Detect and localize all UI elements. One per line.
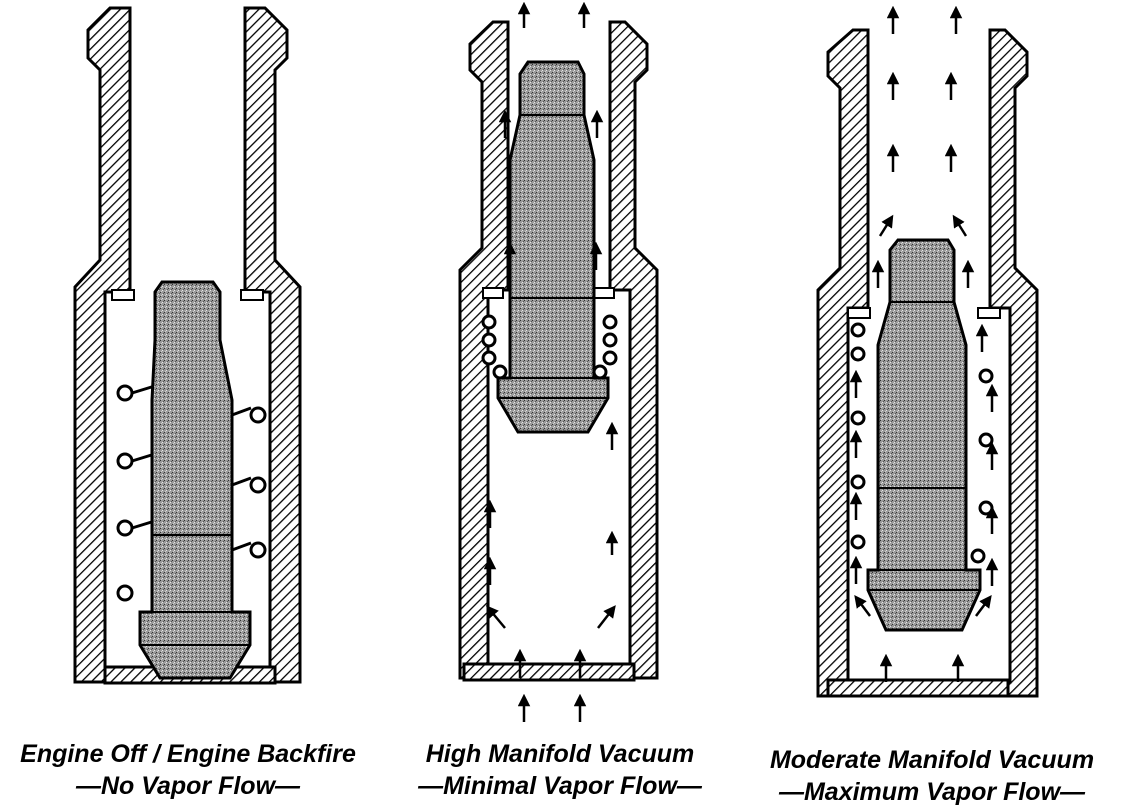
plunger xyxy=(866,238,982,632)
retainer-ring xyxy=(462,662,636,682)
valve-body-left-wall xyxy=(73,6,132,684)
caption-engine-off: Engine Off / Engine Backfire —No Vapor F… xyxy=(0,738,378,802)
caption-high-vacuum: High Manifold Vacuum —Minimal Vapor Flow… xyxy=(400,738,720,802)
caption-state: Moderate Manifold Vacuum xyxy=(769,746,1095,774)
valve-body-right-wall xyxy=(988,28,1039,698)
retainer-ring xyxy=(826,678,1010,698)
spring xyxy=(116,383,267,602)
valve-panel-moderate-vacuum xyxy=(816,5,1039,698)
caption-state: Engine Off / Engine Backfire xyxy=(20,740,356,768)
caption-state: High Manifold Vacuum xyxy=(425,740,695,768)
valve-panel-engine-off xyxy=(73,6,302,685)
valve-body-left-wall xyxy=(816,28,870,698)
valve-body-right-wall xyxy=(608,20,659,680)
caption-flow: —Minimal Vapor Flow— xyxy=(418,772,702,800)
vapor-flow-arrows xyxy=(849,5,999,682)
caption-flow: —Maximum Vapor Flow— xyxy=(778,778,1086,806)
caption-flow: —No Vapor Flow— xyxy=(75,772,301,800)
valve-body-left-wall xyxy=(458,20,510,680)
caption-moderate-vacuum: Moderate Manifold Vacuum —Maximum Vapor … xyxy=(746,744,1118,808)
plunger xyxy=(496,60,610,434)
plunger xyxy=(138,280,252,680)
vapor-flow-arrows xyxy=(483,1,619,722)
valve-panel-high-vacuum xyxy=(458,1,659,722)
valve-body-right-wall xyxy=(243,6,302,684)
